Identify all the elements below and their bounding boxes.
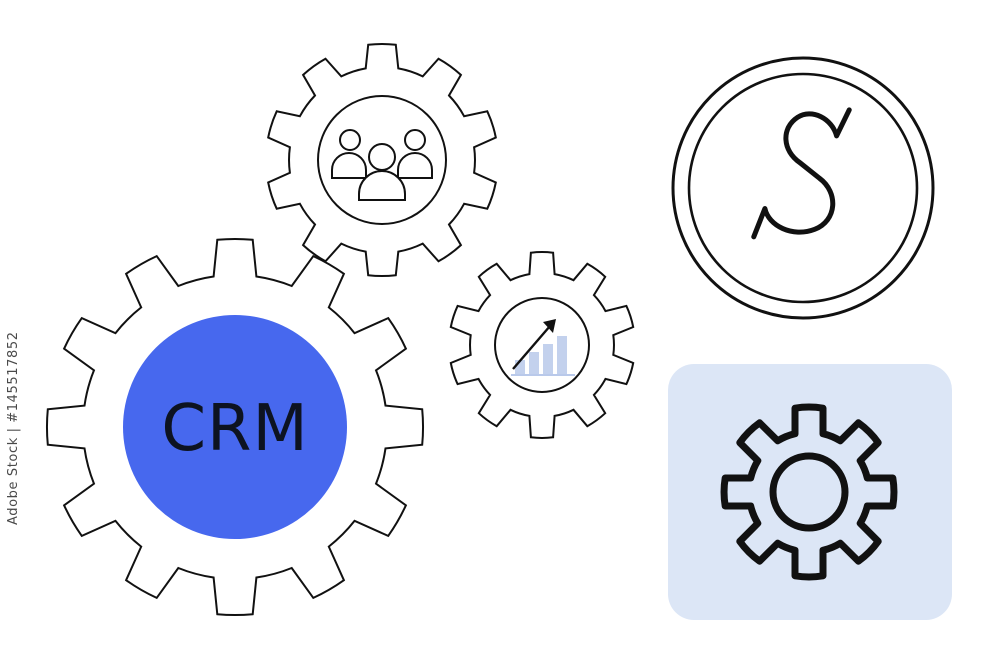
crm-gear-outline [45,237,425,617]
coin-outer-ring [671,56,935,320]
growth-gear-icon [449,251,635,439]
team-gear-icon [267,42,497,278]
crm-label: CRM [161,392,308,466]
settings-gear-icon [720,403,898,581]
coin-inner-ring [687,72,919,304]
crm-blue-circle [123,315,347,539]
growth-gear-inner-circle [494,297,590,393]
dollar-sign-icon [751,107,852,240]
person-front-icon [358,143,406,201]
growth-arrow-line [512,325,551,370]
person-back-left-icon [331,129,367,179]
growth-arrow-head [543,319,556,333]
team-gear-inner-circle [317,95,447,225]
person-back-right-icon [397,129,433,179]
settings-tile [668,364,952,620]
growth-bars-icon [515,336,567,374]
watermark: Adobe Stock | #145517852 [6,331,21,525]
settings-gear-hole [769,452,849,532]
artwork-group: CRM Adobe Stock | #145517852 [6,42,952,620]
settings-tile-background [668,364,952,620]
team-gear-outline [267,42,497,278]
crm-gear-icon: CRM [45,237,425,617]
dollar-coin-icon [671,56,935,320]
growth-gear-outline [449,251,635,439]
